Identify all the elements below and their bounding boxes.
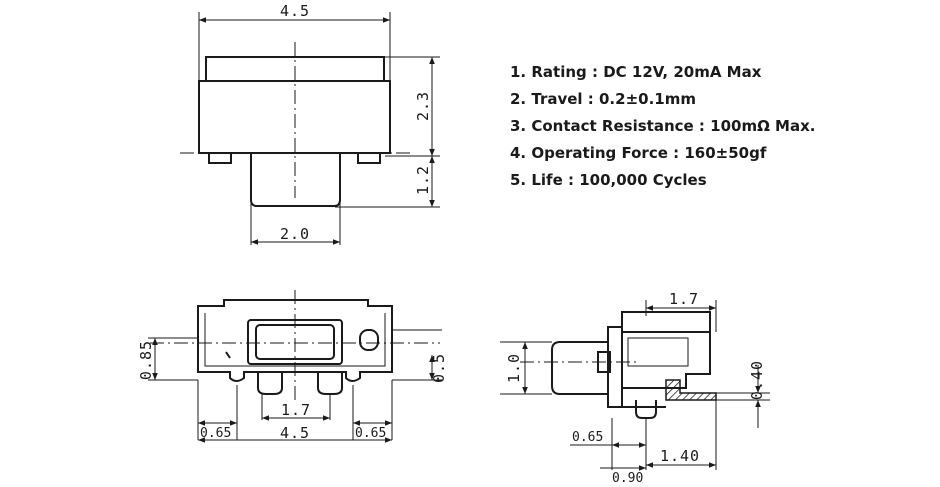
dim-bottom-height: 0.85 bbox=[137, 340, 155, 380]
dim-top-width: 4.5 bbox=[280, 2, 310, 20]
spec-contact-resistance: 3. Contact Resistance : 100mΩ Max. bbox=[510, 117, 816, 135]
dim-side-pad: 0.90 bbox=[612, 471, 643, 486]
dim-top-actuator: 1.2 bbox=[414, 165, 432, 195]
dim-side-offset: 0.65 bbox=[572, 430, 603, 445]
dim-bottom-pitch: 1.7 bbox=[281, 401, 311, 419]
spec-travel: 2. Travel : 0.2±0.1mm bbox=[510, 90, 696, 108]
dim-bottom-slot: 0.5 bbox=[430, 353, 448, 383]
spec-operating-force: 4. Operating Force : 160±50gf bbox=[510, 144, 767, 162]
dim-side-span: 1.40 bbox=[660, 447, 700, 465]
dim-top-actuator-width: 2.0 bbox=[280, 225, 310, 243]
dim-bottom-width: 4.5 bbox=[280, 424, 310, 442]
spec-rating: 1. Rating : DC 12V, 20mA Max bbox=[510, 63, 762, 81]
dim-side-length: 1.7 bbox=[669, 290, 699, 308]
side-view: 1.7 1.0 0.40 0.65 1.40 0.90 bbox=[500, 290, 770, 486]
specification-list: 1. Rating : DC 12V, 20mA Max 2. Travel :… bbox=[510, 61, 815, 196]
dim-top-height: 2.3 bbox=[414, 91, 432, 121]
dim-side-actuator: 1.0 bbox=[505, 353, 523, 383]
bottom-view: 0.85 0.5 1.7 0.65 0.65 4.5 bbox=[137, 290, 448, 443]
dim-bottom-pad-right: 0.65 bbox=[355, 426, 386, 441]
dim-side-terminal: 0.40 bbox=[748, 360, 766, 400]
spec-life: 5. Life : 100,000 Cycles bbox=[510, 171, 707, 189]
dim-bottom-pad-left: 0.65 bbox=[200, 426, 231, 441]
top-view: 4.5 2.3 1.2 2.0 bbox=[180, 2, 440, 245]
